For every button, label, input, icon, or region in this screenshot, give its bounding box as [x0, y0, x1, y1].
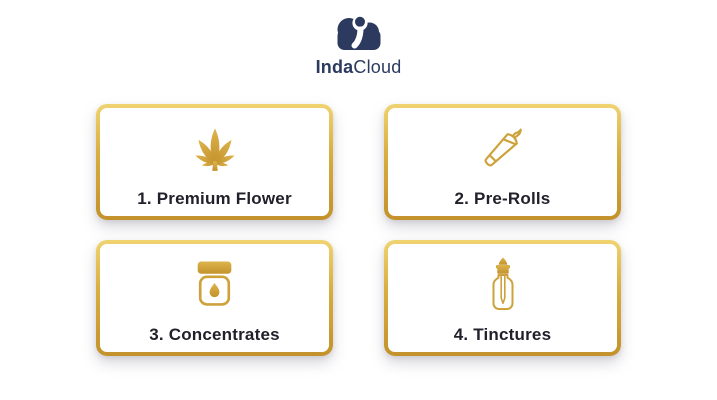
concentrate-jar-icon — [191, 252, 238, 316]
card-premium-flower-inner: 1. Premium Flower — [100, 108, 329, 216]
brand-text: IndaCloud — [316, 56, 402, 78]
category-grid: 1. Premium Flower 2. Pre-Rolls — [96, 104, 621, 356]
pre-roll-icon — [471, 116, 535, 180]
card-label: 1. Premium Flower — [137, 188, 292, 208]
brand-second: Cloud — [353, 57, 402, 77]
card-label: 4. Tinctures — [453, 324, 552, 344]
card-label: 3. Concentrates — [149, 324, 280, 344]
card-tinctures[interactable]: 4. Tinctures — [384, 240, 621, 356]
card-concentrates[interactable]: 3. Concentrates — [96, 240, 333, 356]
card-pre-rolls[interactable]: 2. Pre-Rolls — [384, 104, 621, 220]
card-concentrates-inner: 3. Concentrates — [100, 244, 329, 352]
cannabis-leaf-icon — [189, 116, 241, 180]
card-premium-flower[interactable]: 1. Premium Flower — [96, 104, 333, 220]
card-label: 2. Pre-Rolls — [454, 188, 551, 208]
header: IndaCloud — [0, 0, 717, 78]
cloud-i-icon — [337, 15, 380, 50]
card-pre-rolls-inner: 2. Pre-Rolls — [388, 108, 617, 216]
card-tinctures-inner: 4. Tinctures — [388, 244, 617, 352]
brand-first: Inda — [315, 57, 354, 77]
tincture-bottle-icon — [482, 252, 524, 316]
